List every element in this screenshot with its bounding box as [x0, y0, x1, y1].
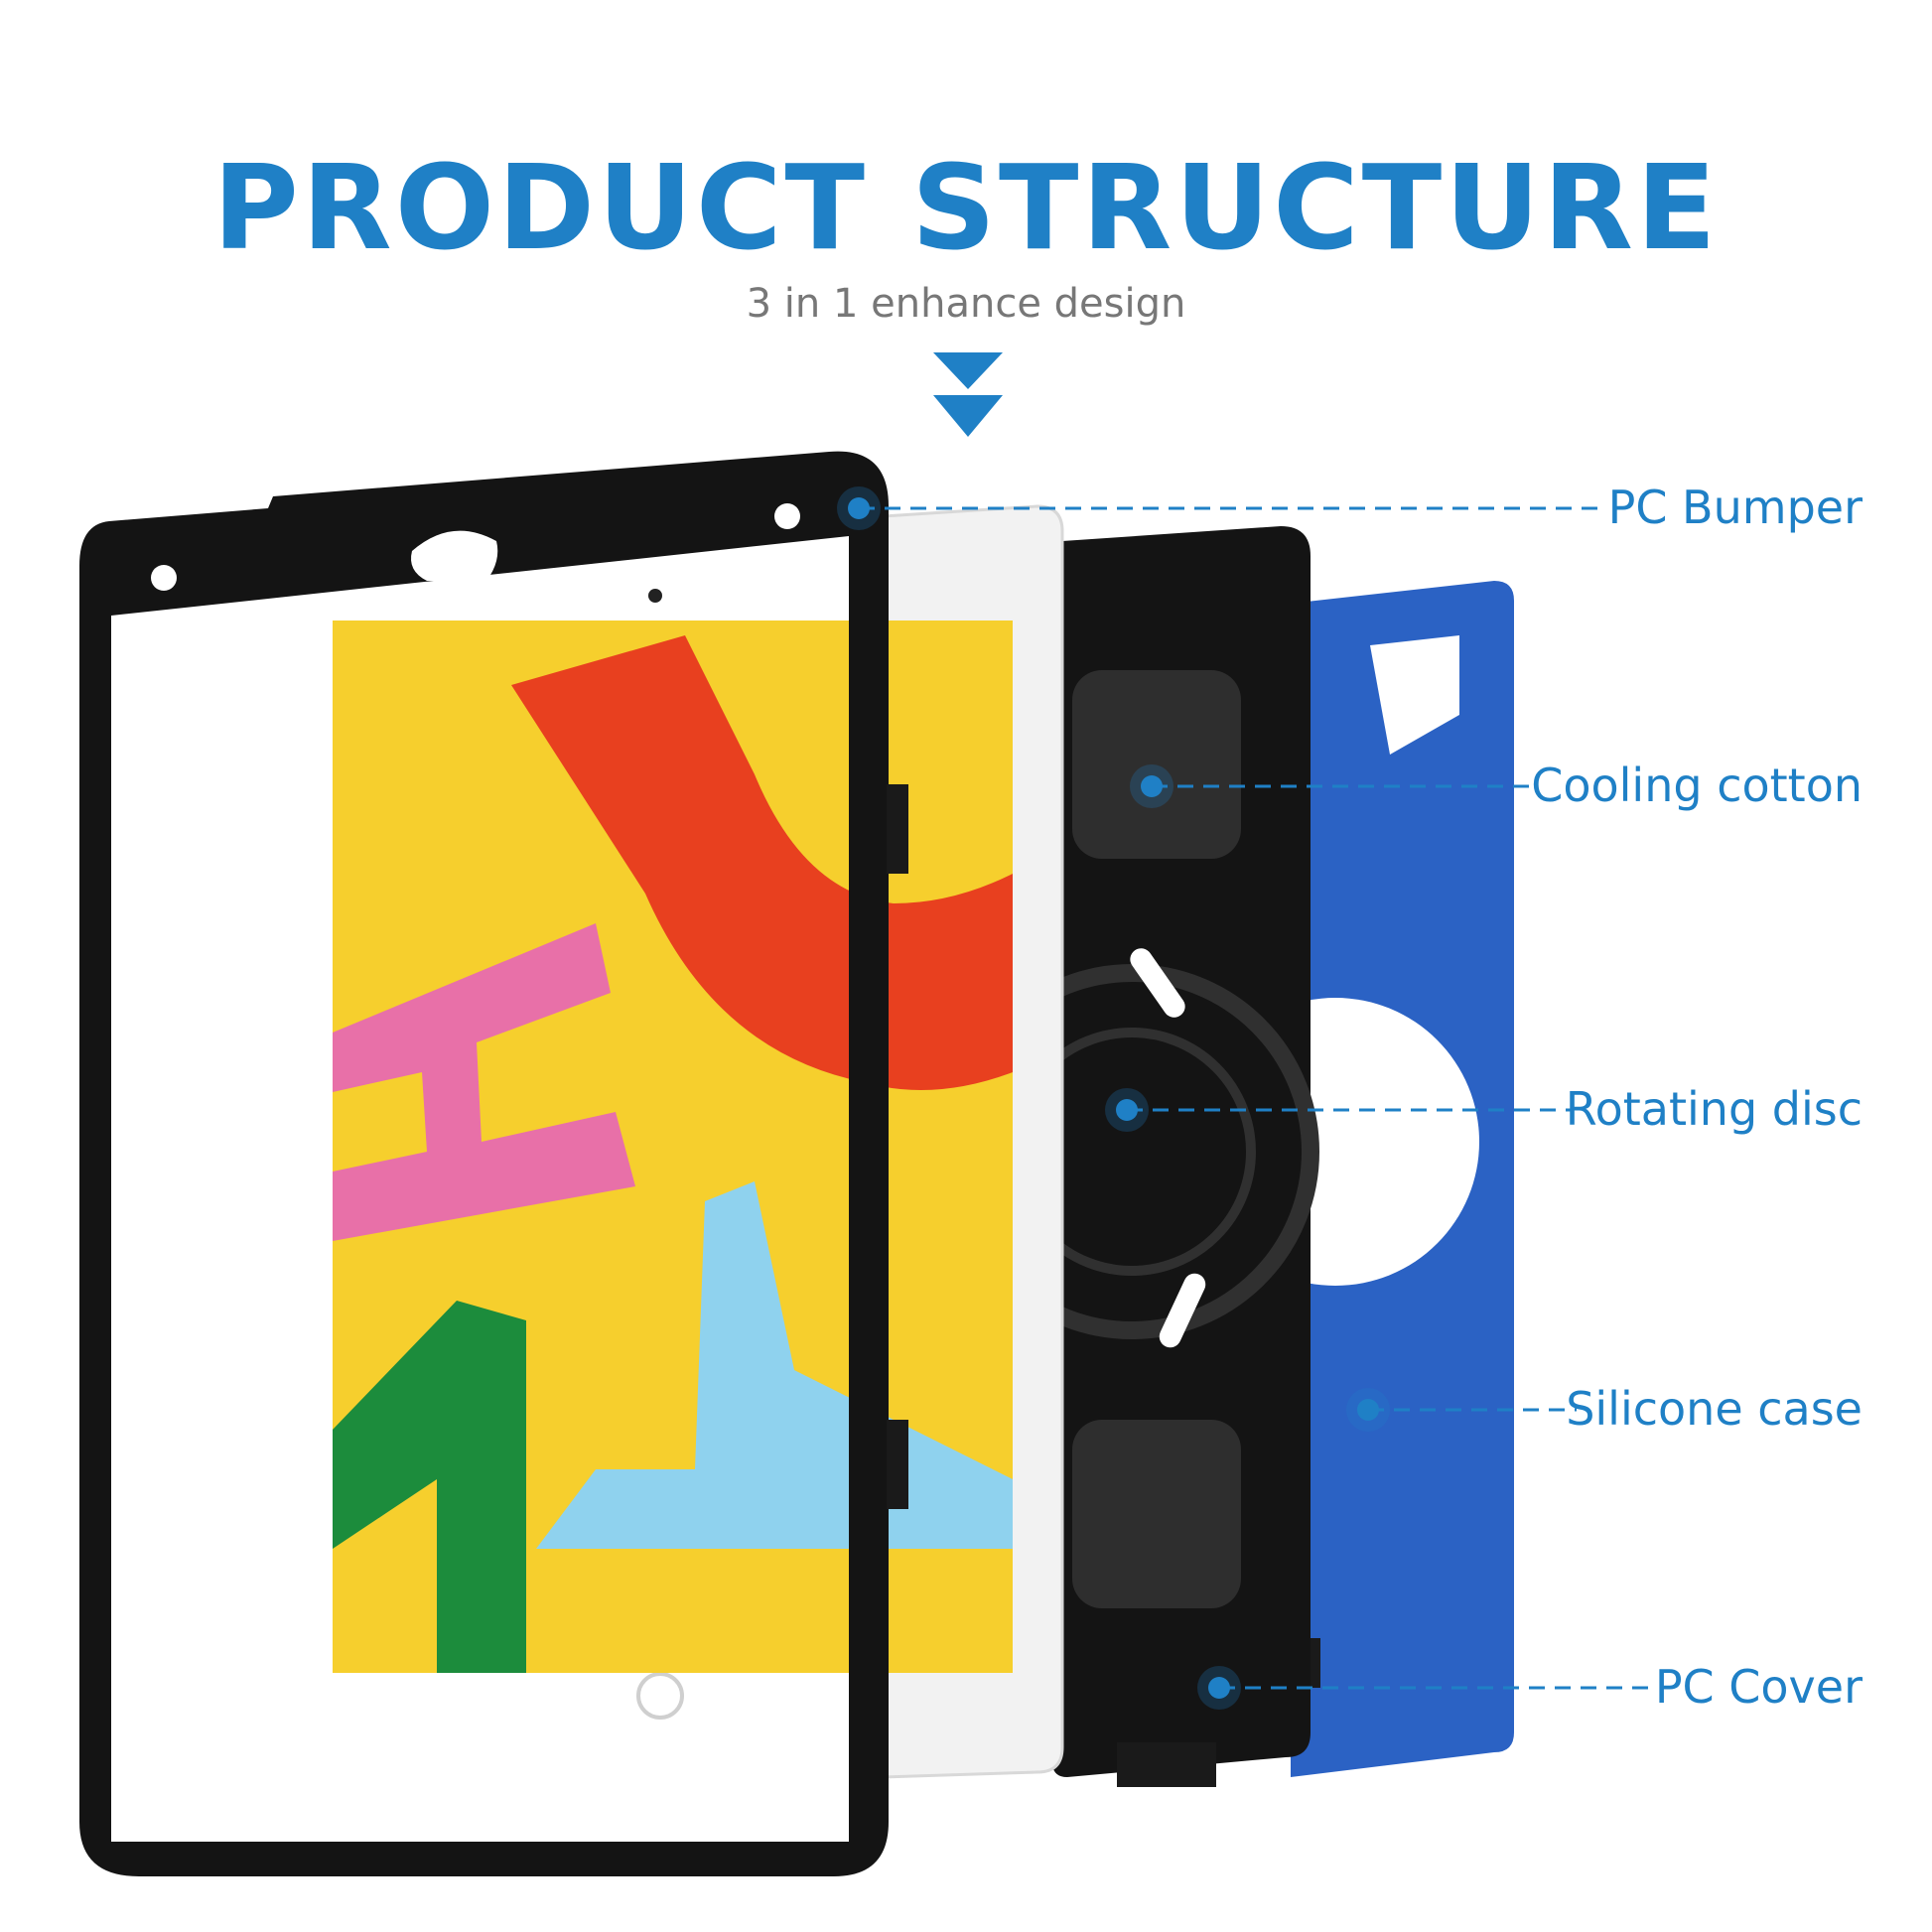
silicone-case: [944, 526, 1319, 1787]
callout-dots: [837, 486, 1390, 1710]
callout-label-pc-cover: PC Cover: [1654, 1660, 1863, 1714]
callout-leaders: [859, 506, 1653, 1690]
page-subtitle: 3 in 1 enhance design: [746, 281, 1186, 327]
pc-bumper: [79, 451, 908, 1877]
callout-label-pc-bumper: PC Bumper: [1607, 481, 1863, 534]
page-title: PRODUCT STRUCTURE: [212, 139, 1720, 276]
double-chevron-down-icon: [933, 352, 1003, 437]
callout-label-silicone-case: Silicone case: [1566, 1382, 1863, 1436]
callout-label-cooling-cotton: Cooling cotton: [1531, 759, 1863, 812]
callout-label-rotating-disc: Rotating disc: [1565, 1082, 1863, 1136]
tablet-screen: [333, 621, 1013, 1673]
